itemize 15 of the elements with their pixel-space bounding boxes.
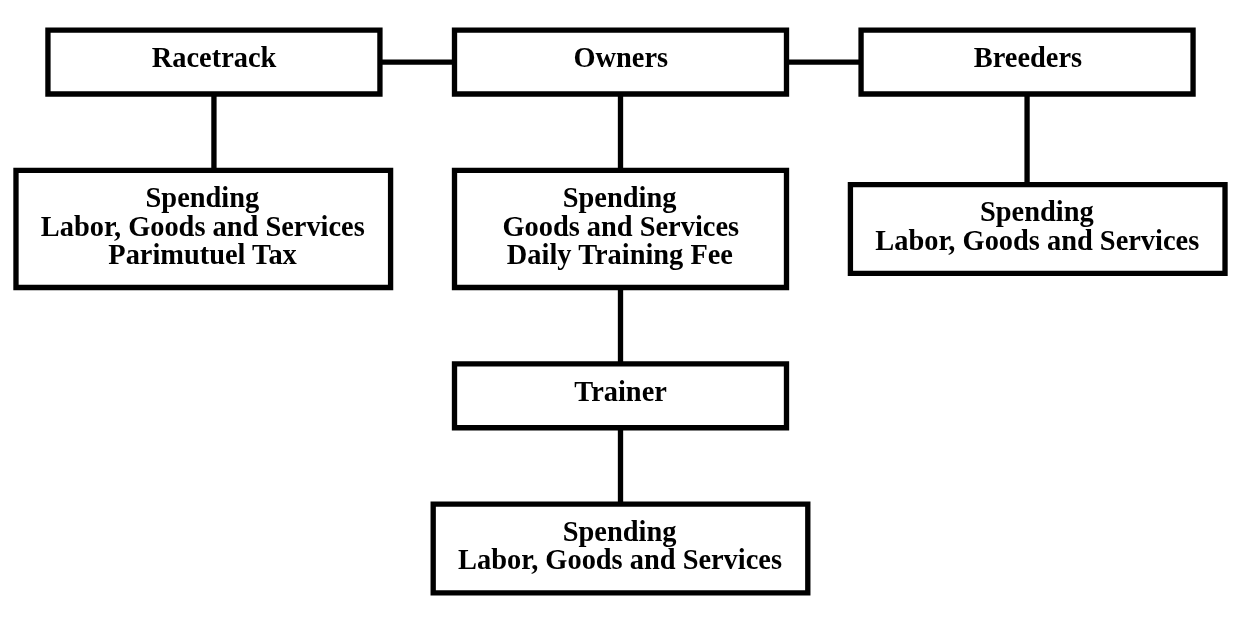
node-box: Spending Labor, Goods and Services — [847, 181, 1228, 276]
connector — [617, 287, 624, 364]
node-box: Owners — [451, 27, 790, 97]
node-box: Breeders — [858, 27, 1196, 97]
connector — [617, 428, 624, 504]
node-box: Spending Labor, Goods and Services Parimutuel Tax — [13, 167, 394, 291]
connector — [1024, 94, 1030, 185]
node-box: Racetrack — [45, 27, 383, 97]
connector — [617, 94, 624, 170]
node-box: Trainer — [451, 361, 790, 431]
connector — [211, 94, 217, 170]
connector — [787, 59, 861, 65]
node-box: Spending Goods and Services Daily Training Fee — [451, 167, 790, 291]
connector — [380, 59, 455, 65]
node-box: Spending Labor, Goods and Services — [430, 501, 811, 596]
